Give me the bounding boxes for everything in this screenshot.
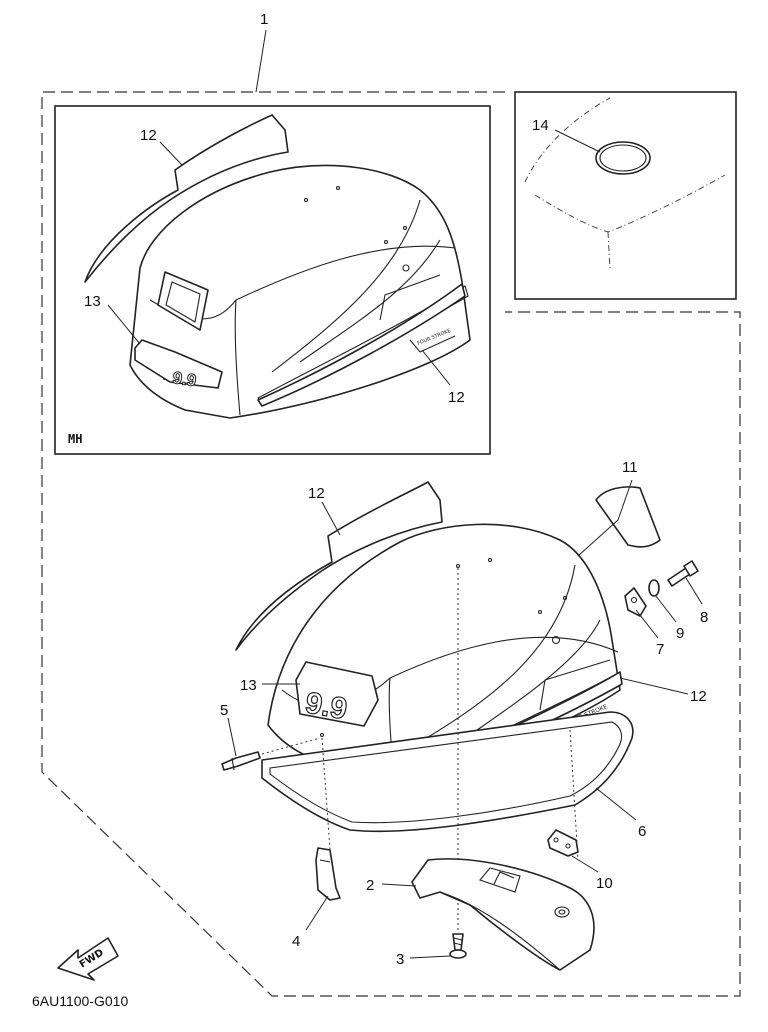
callout-12-inset-top: 12 [140,127,157,144]
callout-7: 7 [656,641,664,658]
washer-9 [648,579,660,597]
svg-text:9.9: 9.9 [303,686,350,726]
inset-mh-label: MH [68,432,82,446]
leader-12-main-top [321,501,341,536]
svg-text:9.9: 9.9 [171,368,197,390]
bracket-4 [315,847,341,901]
callout-13-main: 13 [240,677,257,694]
leader-9 [655,595,677,623]
drawing-code: 6AU1100-G010 [32,993,128,1009]
leader-14 [554,129,601,153]
leader-6 [595,787,637,821]
leader-12-main-side [619,677,689,695]
leader-12-inset-side [421,349,451,386]
bolt-8 [667,560,699,587]
callout-11: 11 [622,459,638,476]
leader-3 [409,955,451,959]
callout-8: 8 [700,609,708,626]
inset-decal-13: 9.9 [134,339,223,391]
callout-1: 1 [260,11,268,28]
leader-7 [635,609,659,639]
decal-11 [595,486,661,548]
inset-14-detail [524,97,726,271]
leader-5 [227,717,237,757]
clip-10 [547,829,579,857]
callout-12-inset-side: 12 [448,389,465,406]
leader-13-inset [107,304,141,345]
handle-2 [411,858,595,971]
bracket-7 [624,587,647,617]
callout-5: 5 [220,702,228,719]
leader-4 [305,895,329,931]
inset-14-frame [514,91,737,300]
main-top-decal [235,481,443,651]
callout-6: 6 [638,823,646,840]
screw-3 [449,933,467,959]
callout-12-main-top: 12 [308,485,325,502]
callout-10: 10 [596,875,613,892]
leader-2 [381,883,417,887]
main-decal-13: 9.9 [295,661,379,727]
pin-5 [221,751,261,771]
leader-11 [617,479,633,521]
callout-13-inset: 13 [84,293,101,310]
leader-1 [255,29,267,93]
leader-10 [571,855,599,873]
fwd-arrow-icon: FWD [57,937,119,981]
callout-4: 4 [292,933,300,950]
callout-3: 3 [396,951,404,968]
callout-2: 2 [366,877,374,894]
callout-12-main-side: 12 [690,688,707,705]
inset-side-decal [257,283,466,407]
leader-12-inset-top [159,141,183,166]
inset-top-decal [84,114,289,283]
leader-8 [685,577,703,605]
callout-14: 14 [532,117,549,134]
bottom-seal [261,711,634,833]
assembly-boundary [41,91,741,997]
callout-9: 9 [676,625,684,642]
